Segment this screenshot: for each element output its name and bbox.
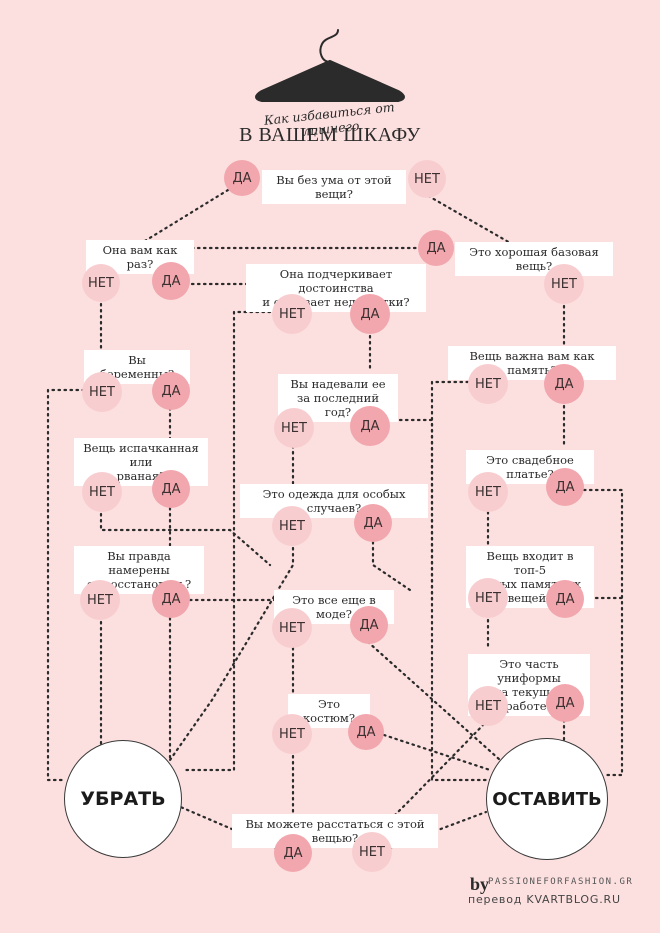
question-box-q1: Вы без ума от этой вещи? [262,170,406,204]
answer-yes-q13: ДА [350,606,388,644]
answer-yes-q7: ДА [350,406,390,446]
answer-no-q10: НЕТ [272,506,312,546]
answer-no-q6: НЕТ [468,364,508,404]
answer-no-q7: НЕТ [274,408,314,448]
answer-no-q8: НЕТ [82,472,122,512]
outcome-keep: ОСТАВИТЬ [486,738,608,860]
credit-source: PASSIONEFORFASHION.GR [488,877,634,887]
answer-yes-q6: ДА [544,364,584,404]
answer-yes-q1: ДА [224,160,260,196]
page-title: В ВАШЕМ ШКАФУ [239,124,421,146]
answer-yes-q8: ДА [152,470,190,508]
answer-yes-q10: ДА [354,504,392,542]
answer-yes-q9: ДА [546,468,584,506]
answer-no-q4: НЕТ [272,294,312,334]
answer-yes-q12: ДА [546,580,584,618]
answer-no-q2: НЕТ [82,264,120,302]
answer-yes-q15: ДА [348,714,384,750]
answer-no-q5: НЕТ [82,372,122,412]
answer-no-q13: НЕТ [272,608,312,648]
answer-no-q1: НЕТ [408,160,446,198]
question-box-q3: Это хорошая базовая вещь? [455,242,613,276]
answer-yes-q11: ДА [152,580,190,618]
answer-no-q16: НЕТ [352,832,392,872]
answer-no-q15: НЕТ [272,714,312,754]
answer-yes-q3: ДА [418,230,454,266]
answer-yes-q16: ДА [274,834,312,872]
answer-no-q11: НЕТ [80,580,120,620]
credit-translation: перевод KVARTBLOG.RU [468,893,621,906]
question-box-q16: Вы можете расстаться с этой вещью? [232,814,438,848]
credit-by: by [470,874,490,894]
answer-yes-q5: ДА [152,372,190,410]
answer-no-q9: НЕТ [468,472,508,512]
question-box-q10: Это одежда для особых случаев? [240,484,428,518]
answer-yes-q2: ДА [152,262,190,300]
answer-no-q12: НЕТ [468,578,508,618]
outcome-discard: УБРАТЬ [64,740,182,858]
answer-no-q3: НЕТ [544,264,584,304]
answer-yes-q14: ДА [546,684,584,722]
answer-no-q14: НЕТ [468,686,508,726]
answer-yes-q4: ДА [350,294,390,334]
